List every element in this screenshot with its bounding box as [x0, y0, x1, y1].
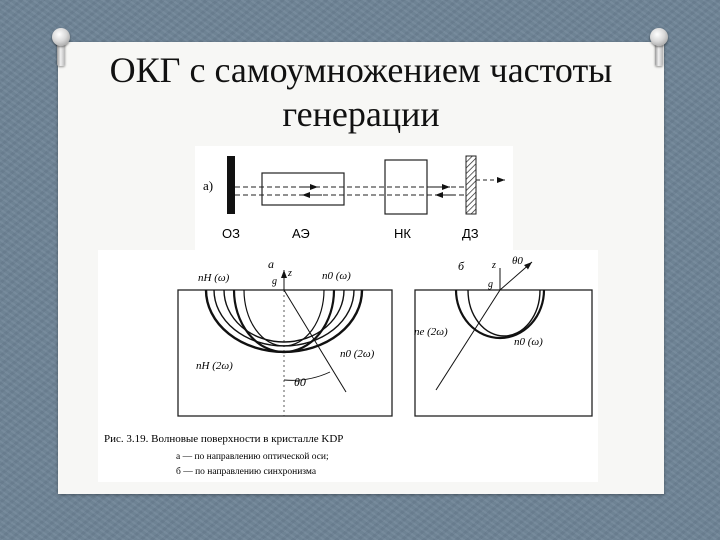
pin-left-icon [52, 28, 70, 68]
caption-line-1: Рис. 3.19. Волновые поверхности в криста… [104, 433, 343, 445]
curve-label-ne-2omega: nH (2ω) [196, 360, 233, 372]
slide-title: ОКГ с самоумножением частоты генерации [58, 48, 664, 136]
label-nk: НК [394, 226, 411, 241]
curve-label-ne-omega: nH (ω) [198, 272, 230, 284]
crystal-boundary-right [414, 289, 593, 417]
pin-right-icon [650, 28, 668, 68]
curve-label-ne-2omega-right: ne (2ω) [414, 326, 448, 338]
output-mirror [465, 155, 477, 215]
title-line-2: генерации [282, 94, 440, 134]
panel-label-a: а [268, 257, 274, 271]
crystal-boundary-left [177, 289, 393, 417]
label-oz: ОЗ [222, 226, 240, 241]
surface-right-inner [467, 289, 541, 337]
axis-z-left: z [287, 268, 292, 279]
sync-line-right [435, 289, 501, 391]
curve-label-no-2omega: n0 (2ω) [340, 348, 375, 360]
sync-direction-left [283, 289, 347, 393]
curve-label-no-omega: n0 (ω) [322, 270, 351, 282]
surface-no-2omega [223, 289, 345, 343]
active-element [261, 172, 345, 206]
panel-sync-direction: б z g θ0 ne (2ω) n0 (ω) [414, 255, 593, 417]
surface-inner [243, 289, 325, 347]
axis-g-left: g [272, 276, 277, 287]
sync-arrow-right [499, 261, 533, 291]
wave-surfaces-figure: а z g n0 (ω) nH (ω) n0 (2ω) nH (2ω) θ0 б… [98, 250, 598, 482]
caption-line-3: б — по направлению синхронизма [176, 466, 317, 477]
axis-g-right: g [488, 279, 493, 290]
laser-scheme-background [195, 146, 513, 250]
theta-label-right: θ0 [512, 255, 523, 267]
laser-scheme: а) ОЗ АЭ НК ДЗ [195, 146, 513, 250]
scheme-label: а) [203, 178, 213, 193]
caption-line-2: а — по направлению оптической оси; [176, 451, 329, 462]
label-dz: ДЗ [462, 226, 479, 241]
surface-ne-2omega [232, 289, 336, 354]
title-line-1: ОКГ с самоумножением частоты [109, 50, 613, 90]
theta-label-left: θ0 [294, 375, 306, 389]
rear-mirror [227, 156, 235, 214]
panel-label-b: б [458, 259, 465, 273]
curve-label-no-omega-right: n0 (ω) [514, 336, 543, 348]
axis-z-right: z [491, 260, 496, 271]
theta-arc-left [283, 371, 331, 381]
label-ae: АЭ [292, 226, 310, 241]
panel-optical-axis: а z g n0 (ω) nH (ω) n0 (2ω) nH (2ω) θ0 [177, 257, 393, 417]
surface-right-outer [454, 289, 546, 340]
wave-figure-background [98, 250, 598, 482]
